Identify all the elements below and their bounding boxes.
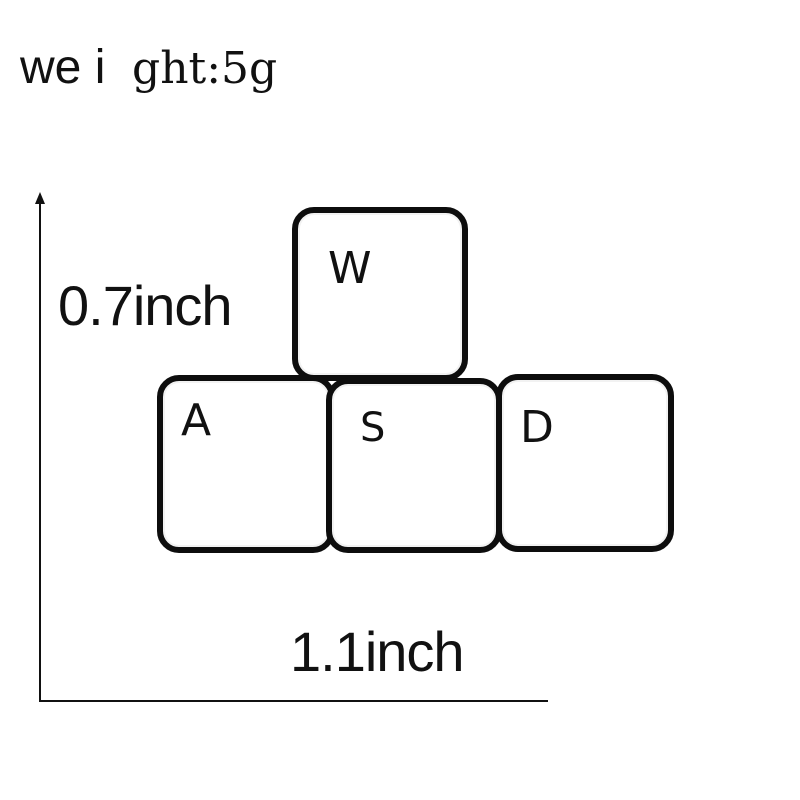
weight-label: we i ght:5g [20, 44, 277, 92]
keycap-w-letter: W [328, 243, 372, 294]
weight-label-prefix: we i [20, 41, 133, 94]
height-dimension-label: 0.7inch [58, 274, 233, 337]
vertical-axis-arrow-icon [35, 192, 45, 204]
keycap-s-letter: S [360, 405, 386, 451]
keycap-d: D [496, 374, 674, 552]
width-dimension-label: 1.1inch [290, 620, 465, 683]
keycap-a: A [157, 375, 335, 553]
weight-label-value: ght:5g [132, 43, 278, 94]
keycap-w: W [292, 207, 468, 381]
keycap-s: S [326, 378, 502, 553]
keycap-d-letter: D [520, 402, 554, 453]
keycap-a-letter: A [181, 395, 212, 446]
